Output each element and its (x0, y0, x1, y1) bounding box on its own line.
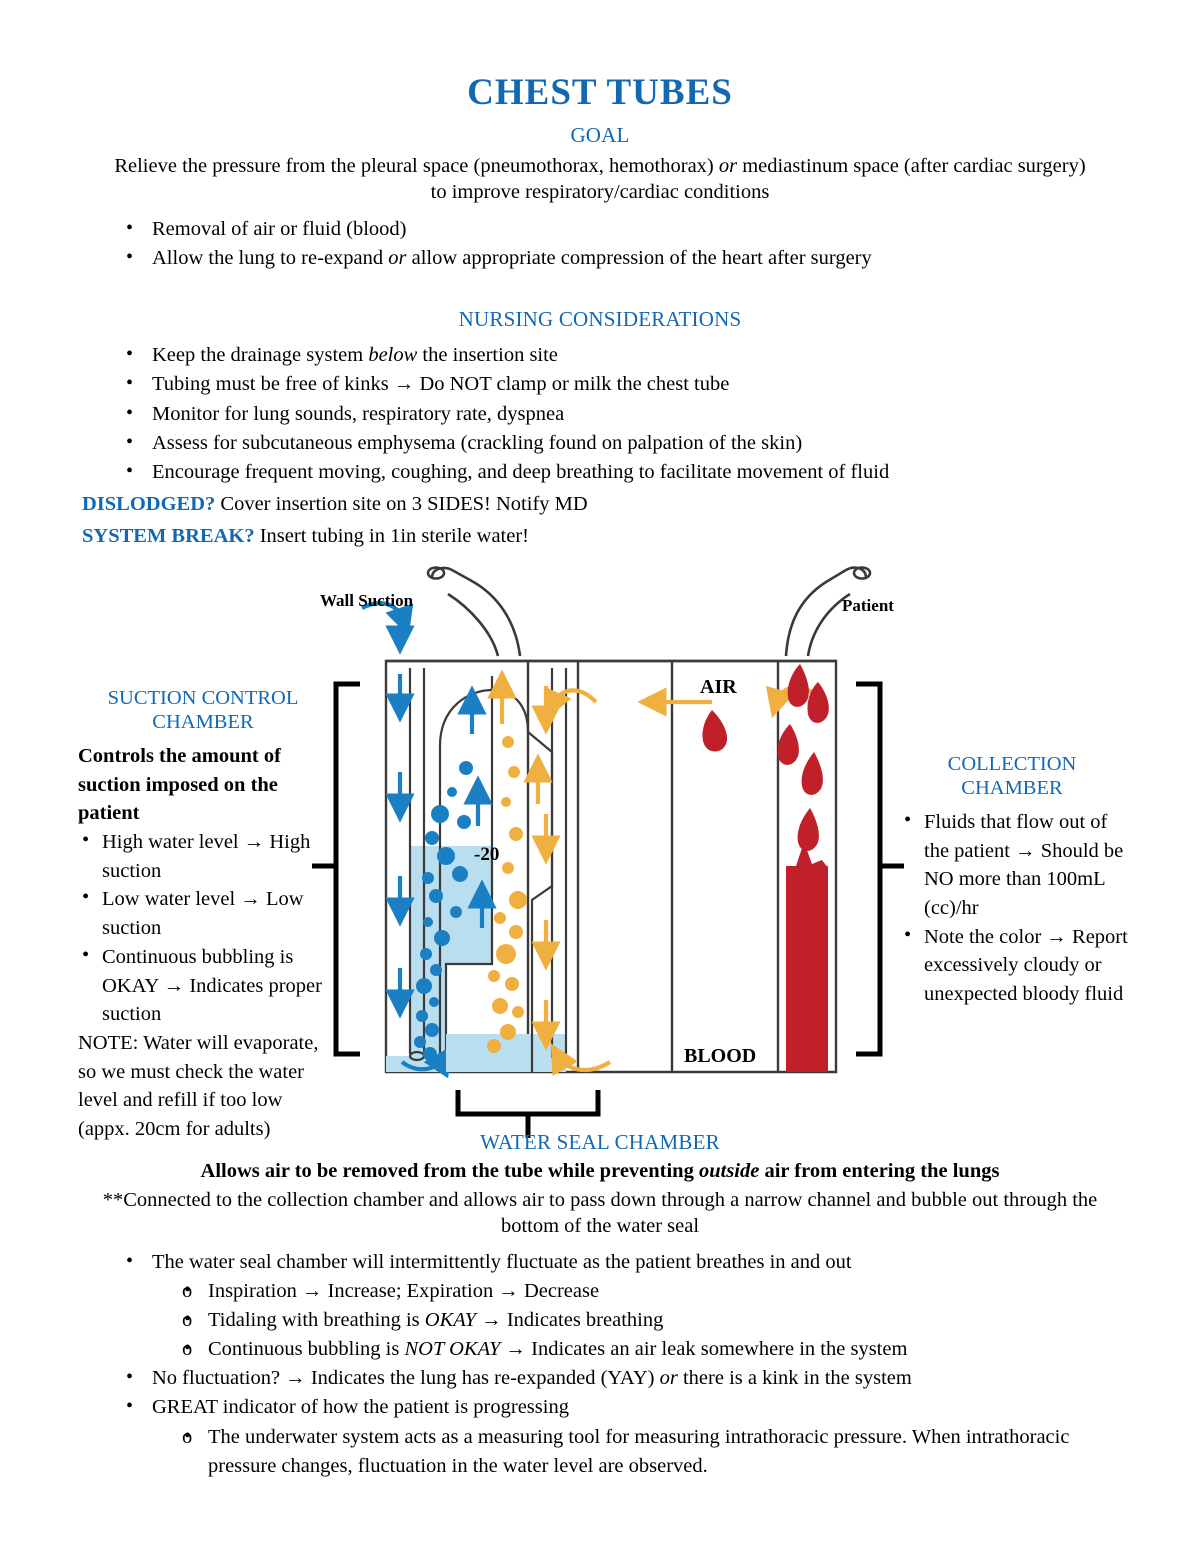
list-item: Monitor for lung sounds, respiratory rat… (120, 399, 1200, 429)
list-item: Keep the drainage system below the inser… (120, 340, 1200, 370)
suction-control-heading: SUCTION CONTROL CHAMBER (78, 686, 328, 734)
drainage-unit-svg (312, 566, 904, 1138)
air-label: AIR (700, 676, 737, 698)
chest-drainage-diagram: Wall Suction Patient (0, 556, 1200, 1176)
goal-intro-part2: mediastinum space (after cardiac surgery… (430, 154, 1086, 204)
list-item: Fluids that flow out of the patient → Sh… (900, 806, 1128, 923)
nursing-heading: NURSING CONSIDERATIONS (458, 307, 742, 332)
collection-heading-line1: COLLECTION (947, 753, 1077, 775)
patient-label: Patient (842, 596, 894, 615)
suction-control-heading-line1: SUCTION CONTROL (107, 687, 299, 709)
unit-outline (384, 659, 838, 1074)
ws-s1: Inspiration → Increase; Expiration → Dec… (208, 1280, 600, 1303)
nursing-b1-em: below (368, 344, 418, 367)
water-seal-subbullets: o Inspiration → Increase; Expiration → D… (58, 1276, 1200, 1364)
goal-b2-part1: Allow the lung to re-expand (152, 247, 389, 270)
goal-intro-em: or (718, 154, 738, 177)
water-seal-bullets: The water seal chamber will intermittent… (0, 1247, 1200, 1277)
list-item: o The underwater system acts as a measur… (178, 1422, 1200, 1481)
suction-control-heading-line2: CHAMBER (152, 711, 254, 734)
blood-column (786, 866, 828, 1072)
water-seal-bubbles (487, 736, 527, 1053)
ws-s2-part2: → Indicates breathing (476, 1309, 664, 1332)
goal-heading: GOAL (570, 122, 630, 147)
ws-s3-part2: → Indicates an air leak somewhere in the… (500, 1338, 908, 1361)
list-item: Allow the lung to re-expand or allow app… (120, 243, 1200, 273)
list-item: No fluctuation? → Indicates the lung has… (120, 1363, 1200, 1393)
suction-control-lead: Controls the amount of suction imposed o… (78, 745, 281, 825)
collection-heading-line2: CHAMBER (961, 777, 1063, 800)
list-item: Assess for subcutaneous emphysema (crack… (120, 428, 1200, 458)
ws-b2-part2: there is a kink in the system (677, 1367, 912, 1390)
pressure-marker-label: -20 (474, 844, 500, 865)
water-seal-bracket (455, 1090, 601, 1138)
goal-b2-em: or (388, 247, 407, 270)
goal-intro: Relieve the pressure from the pleural sp… (110, 153, 1090, 206)
list-item: o Tidaling with breathing is OKAY → Indi… (178, 1305, 1200, 1335)
list-item: Tubing must be free of kinks → Do NOT cl… (120, 369, 1200, 399)
list-item: Removal of air or fluid (blood) (120, 214, 1200, 244)
suction-bubbles (414, 761, 473, 1061)
blood-surface (786, 842, 828, 868)
collection-bracket (856, 681, 904, 1057)
water-seal-bullets-2: No fluctuation? → Indicates the lung has… (0, 1363, 1200, 1422)
wall-suction-label: Wall Suction (320, 591, 414, 610)
ws-sub-part2: air from entering the lungs (759, 1160, 1000, 1182)
water-seal-subbullets-2: o The underwater system acts as a measur… (58, 1422, 1200, 1481)
dislodged-label: DISLODGED? (82, 492, 216, 515)
ws-b2-em: or (659, 1367, 678, 1390)
blood-label: BLOOD (684, 1045, 757, 1067)
suction-control-text: Controls the amount of suction imposed o… (78, 742, 330, 1144)
collection-heading: COLLECTION CHAMBER (900, 752, 1124, 800)
nursing-b1-part1: Keep the drainage system (152, 344, 369, 367)
water-seal-bottom-arrow (550, 1043, 612, 1077)
suction-control-note: NOTE: Water will evaporate, so we must c… (78, 1031, 319, 1140)
list-item: Encourage frequent moving, coughing, and… (120, 457, 1200, 487)
system-break-label: SYSTEM BREAK? (82, 524, 255, 547)
dislodged-text: Cover insertion site on 3 SIDES! Notify … (215, 492, 588, 515)
list-item: High water level → High suction (78, 826, 330, 885)
water-seal-heading: WATER SEAL CHAMBER (480, 1130, 720, 1154)
patient-tube-icon (784, 566, 872, 657)
wall-suction-tube-icon (426, 566, 522, 657)
list-item: Low water level → Low suction (78, 883, 330, 942)
ws-s3-em: NOT OKAY (404, 1338, 501, 1361)
list-item: The water seal chamber will intermittent… (120, 1247, 1200, 1277)
nursing-b1-part2: the insertion site (417, 344, 558, 367)
ws-sub-em: outside (698, 1160, 760, 1182)
ws-sub-part1: Allows air to be removed from the tube w… (200, 1160, 699, 1182)
list-item: Note the color → Report excessively clou… (900, 921, 1128, 1009)
suction-bottom-arrow (400, 1045, 453, 1079)
list-item: o Inspiration → Increase; Expiration → D… (178, 1276, 1200, 1306)
nursing-bullets: Keep the drainage system below the inser… (0, 340, 1200, 487)
goal-bullets: Removal of air or fluid (blood) Allow th… (0, 214, 1200, 273)
list-item: Continuous bubbling is OKAY → Indicates … (78, 941, 330, 1029)
ws-s2-part1: Tidaling with breathing is (208, 1309, 425, 1332)
water-seal-subtitle: Allows air to be removed from the tube w… (70, 1158, 1130, 1185)
list-item: GREAT indicator of how the patient is pr… (120, 1392, 1200, 1422)
collection-text: Fluids that flow out of the patient → Sh… (900, 806, 1128, 1009)
ws-s3-part1: Continuous bubbling is (208, 1338, 405, 1361)
list-item: o Continuous bubbling is NOT OKAY → Indi… (178, 1334, 1200, 1364)
ws-s4: The underwater system acts as a measurin… (208, 1425, 1070, 1477)
dislodged-line: DISLODGED? Cover insertion site on 3 SID… (82, 490, 1200, 519)
suction-inlet-arrow (361, 601, 414, 636)
ws-s2-em: OKAY (424, 1309, 477, 1332)
goal-b2-part2: allow appropriate compression of the hea… (406, 247, 872, 270)
system-break-line: SYSTEM BREAK? Insert tubing in 1in steri… (82, 522, 1200, 551)
ws-b2-part1: No fluctuation? → Indicates the lung has… (152, 1367, 660, 1390)
goal-intro-part1: Relieve the pressure from the pleural sp… (114, 154, 719, 177)
page-title: CHEST TUBES (467, 72, 733, 113)
blood-droplets-icon (702, 664, 829, 851)
air-entry-arrow (544, 686, 598, 720)
system-break-text: Insert tubing in 1in sterile water! (254, 524, 529, 547)
water-seal-note: **Connected to the collection chamber an… (102, 1188, 1098, 1238)
